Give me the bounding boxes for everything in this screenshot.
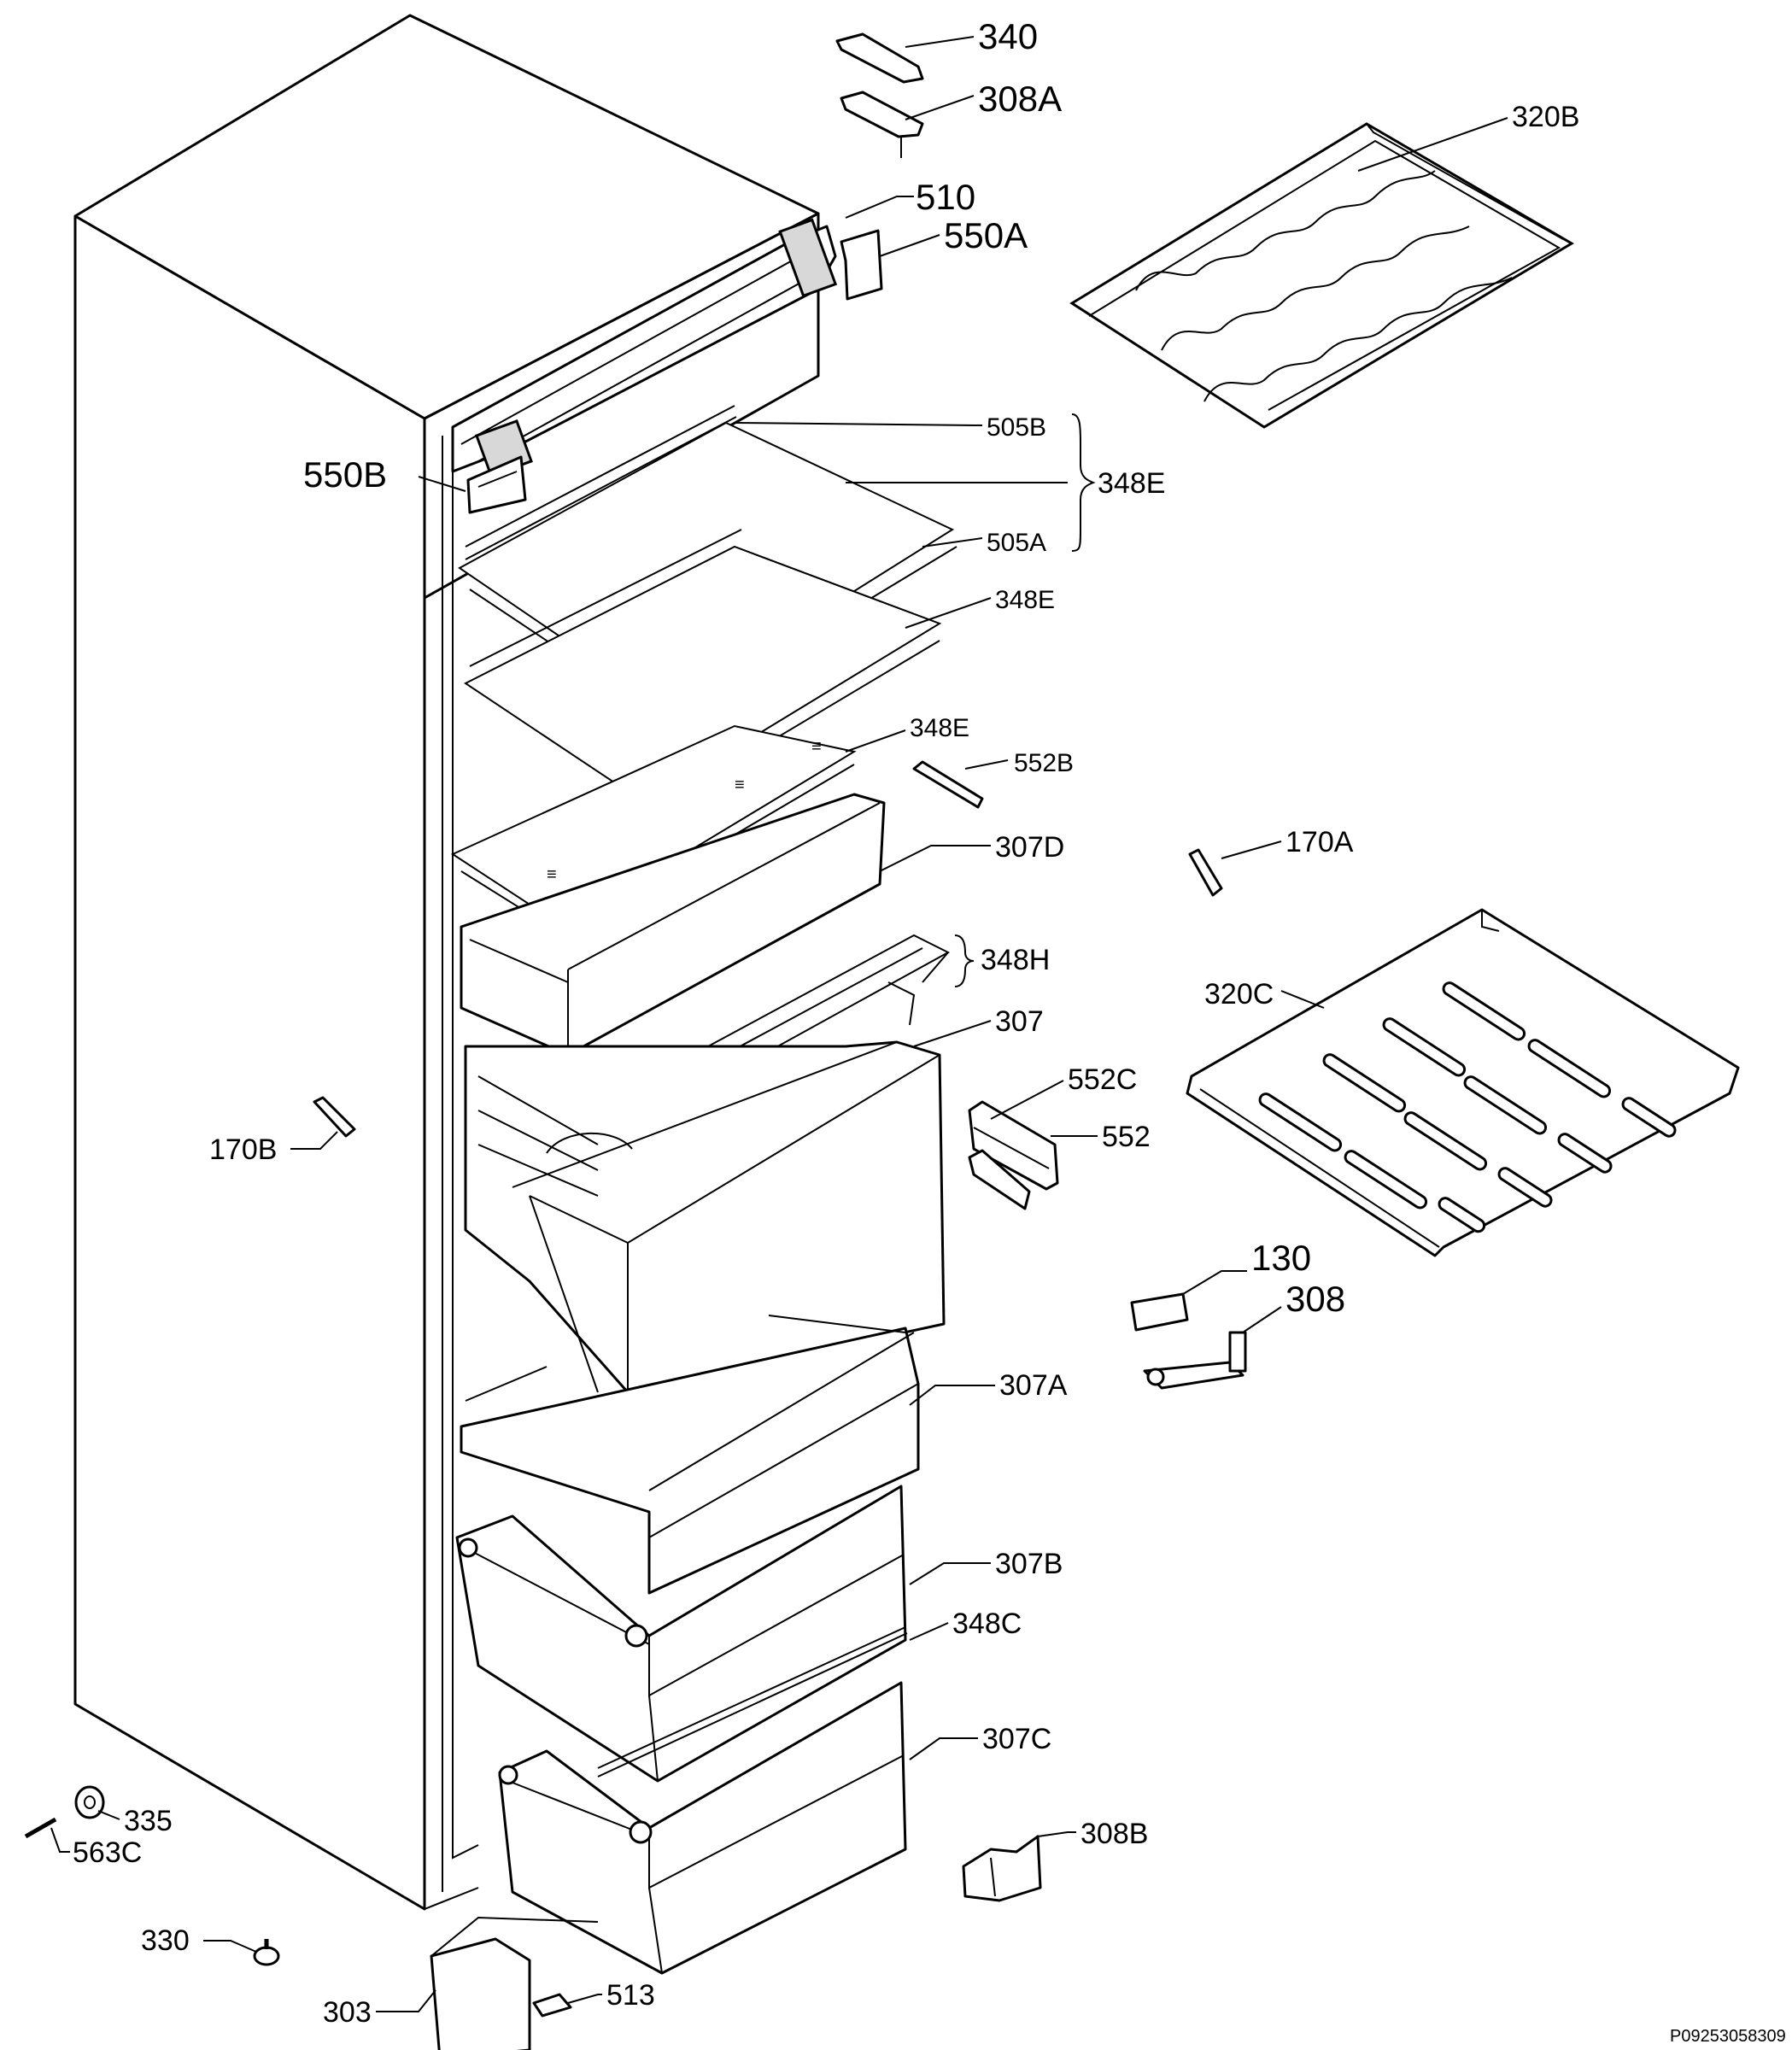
shelf-320C [1186,908,1740,1257]
label-552C: 552C [1068,1063,1137,1096]
label-505A: 505A [987,529,1046,557]
label-170A: 170A [1285,826,1354,858]
adjustable-foot-330 [253,1939,280,1966]
crisper-cover-307D [460,793,886,1057]
reference-code: P09253058309 [1670,2027,1786,2046]
hinge-pin-563C [24,1817,57,1839]
plinth-303 [430,1916,599,2050]
label-308A: 308A [978,79,1062,119]
label-320C: 320C [1204,978,1274,1010]
spacer-335 [74,1785,105,1819]
bracket-340 [835,32,924,84]
clip-170B [313,1096,356,1138]
label-513: 513 [606,1979,655,2012]
hinge-308 [1143,1331,1247,1390]
label-307: 307 [995,1005,1044,1038]
label-335: 335 [124,1805,173,1837]
shelf-slots [1258,981,1677,1233]
label-552B: 552B [1014,749,1074,777]
cover-130 [1130,1292,1189,1332]
label-348E-b: 348E [910,714,969,742]
label-348E-group: 348E [1098,467,1165,500]
bracket-308A [840,91,924,158]
label-550A: 550A [944,215,1028,255]
drawer-307C [498,1681,907,1975]
label-308B: 308B [1080,1818,1148,1850]
svg-text:≡: ≡ [811,737,822,756]
label-307B: 307B [995,1548,1063,1580]
label-170B: 170B [209,1133,277,1166]
hinge-308B [962,1835,1042,1902]
label-505B: 505B [987,413,1046,442]
clip-550A [840,229,883,301]
part-labels: 340 308A 320B 510 550A 550B 505B 348E 50… [73,16,1579,2029]
label-320B: 320B [1512,101,1579,133]
clip-170A [1188,848,1223,897]
drawer-307A [460,1315,920,1595]
group-bracket-348H [954,934,975,987]
glass-shelf-348C [597,1626,908,1778]
label-510: 510 [916,177,975,217]
label-330: 330 [141,1924,190,1957]
svg-text:≡: ≡ [547,865,557,884]
label-348C: 348C [952,1608,1022,1640]
label-307D: 307D [995,831,1064,864]
label-563C: 563C [73,1836,142,1869]
label-348E-a: 348E [995,586,1055,614]
label-552: 552 [1102,1121,1151,1153]
leader-lines [50,36,1508,2012]
clip-513 [532,1993,572,2018]
svg-text:≡: ≡ [735,776,745,794]
label-307A: 307A [999,1369,1068,1402]
wine-rack-320B [1069,122,1574,429]
light-cover-550B [466,455,527,514]
label-340: 340 [978,16,1038,56]
label-130: 130 [1251,1238,1311,1278]
label-308: 308 [1285,1279,1345,1319]
label-307C: 307C [982,1723,1051,1755]
drawer-307B [455,1485,907,1783]
control-panel-510 [451,218,838,477]
drawer-307 [464,1040,946,1394]
label-303: 303 [323,1996,372,2029]
label-550B: 550B [303,454,387,495]
group-bracket-348E [1071,413,1096,552]
label-348H: 348H [981,944,1050,976]
rail-552B [912,760,984,809]
rail-552 [968,1100,1059,1210]
